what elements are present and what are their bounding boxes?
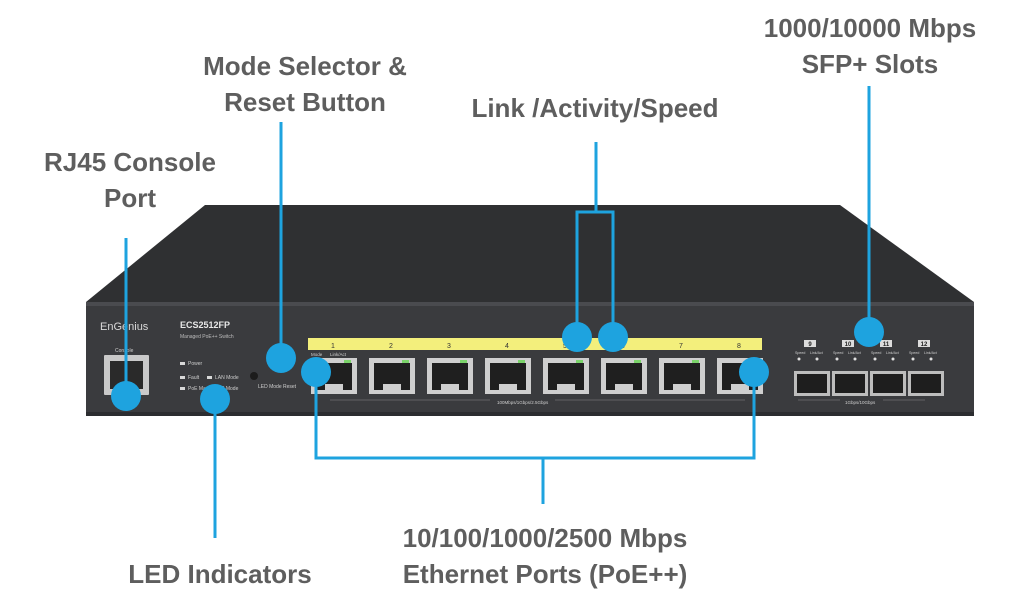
callout-console-line2: Port: [104, 183, 156, 213]
port-number-label: 1: [331, 343, 335, 350]
model-subtitle: Managed PoE++ Switch: [180, 334, 234, 340]
callout-link-line1: Link /Activity/Speed: [471, 93, 719, 123]
link-callout-dot-b: [598, 322, 628, 352]
sfp-linkact-legend: Link/Act: [924, 351, 937, 355]
model-name: ECS2512FP: [180, 320, 230, 330]
callout-led: LED Indicators: [115, 556, 325, 592]
sfp-speed-label: 1Gbps/10Gbps: [845, 400, 876, 405]
sfp-number-label: 10: [845, 342, 852, 348]
chassis-top: [86, 205, 974, 302]
callout-ethernet-line1: 10/100/1000/2500 Mbps: [402, 523, 688, 553]
callout-sfp: 1000/10000 Mbps SFP+ Slots: [745, 10, 995, 82]
reset-label: Reset: [283, 384, 297, 390]
sfp-linkact-legend: Link/Act: [886, 351, 899, 355]
callout-link: Link /Activity/Speed: [460, 90, 730, 126]
sfp-linkact-legend: Link/Act: [810, 351, 823, 355]
led-mode-button: [250, 372, 258, 380]
port-number-strip: [308, 338, 762, 350]
led-label-poe-max: PoE Max: [188, 386, 209, 392]
ethernet-callout-line: [314, 372, 756, 460]
led-label-lan-mode: LAN Mode: [215, 375, 239, 381]
mode-callout-dot: [266, 343, 296, 373]
console-callout-dot: [111, 381, 141, 411]
led-callout-dot: [200, 384, 230, 414]
led-panel: Power Fault LAN Mode PoE Max PoE Mode: [180, 361, 239, 392]
port-legend-mode: Mode: [311, 352, 323, 357]
link-callout-line-b: [596, 210, 615, 337]
link-callout-dot-a: [562, 322, 592, 352]
sfp-speed-legend: Speed: [795, 351, 805, 355]
sfp-number-label: 11: [883, 342, 890, 348]
port-number-label: 2: [389, 343, 393, 350]
chassis-front-bottom: [86, 412, 974, 416]
sfp-linkact-legend: Link/Act: [848, 351, 861, 355]
sfp-number-label: 12: [921, 342, 928, 348]
sfp-speed-legend: Speed: [909, 351, 919, 355]
port-number-label: 3: [447, 343, 451, 350]
led-mode-label: LED Mode: [258, 384, 282, 390]
sfp-speed-legend: Speed: [833, 351, 843, 355]
sfp-number-label: 9: [808, 342, 812, 348]
port-number-label: 7: [679, 343, 683, 350]
port-number-label: 5: [563, 343, 567, 350]
callout-led-line1: LED Indicators: [128, 559, 312, 589]
callout-console: RJ45 Console Port: [35, 144, 225, 216]
console-label: Console: [115, 348, 134, 354]
callout-mode-line1: Mode Selector &: [203, 51, 407, 81]
link-callout-line: [575, 142, 598, 337]
port-number-label: 4: [505, 343, 509, 350]
port-number-label: 8: [737, 343, 741, 350]
port-legend-linkact: Link/Act: [330, 352, 347, 357]
led-label-power: Power: [188, 361, 203, 367]
callout-console-line1: RJ45 Console: [44, 147, 216, 177]
callout-dots: [111, 317, 884, 414]
callout-mode: Mode Selector & Reset Button: [180, 48, 430, 120]
sfp-callout-dot: [854, 317, 884, 347]
callout-mode-line2: Reset Button: [224, 87, 386, 117]
callout-ethernet: 10/100/1000/2500 Mbps Ethernet Ports (Po…: [380, 520, 710, 592]
callout-ethernet-line2: Ethernet Ports (PoE++): [402, 559, 688, 589]
callout-lines: [124, 86, 871, 538]
led-label-fault: Fault: [188, 375, 200, 381]
ethernet-speed-label: 100Mbps/1Gbps/2.5Gbps: [497, 400, 549, 405]
port1-callout-dot: [301, 357, 331, 387]
led-label-poe-mode: PoE Mode: [215, 386, 239, 392]
callout-sfp-line1: 1000/10000 Mbps: [763, 13, 977, 43]
brand-logo: EnGenius: [100, 321, 149, 333]
sfp-speed-legend: Speed: [871, 351, 881, 355]
port8-callout-dot: [739, 357, 769, 387]
callout-sfp-line2: SFP+ Slots: [801, 49, 939, 79]
chassis-front-edge: [86, 302, 974, 306]
